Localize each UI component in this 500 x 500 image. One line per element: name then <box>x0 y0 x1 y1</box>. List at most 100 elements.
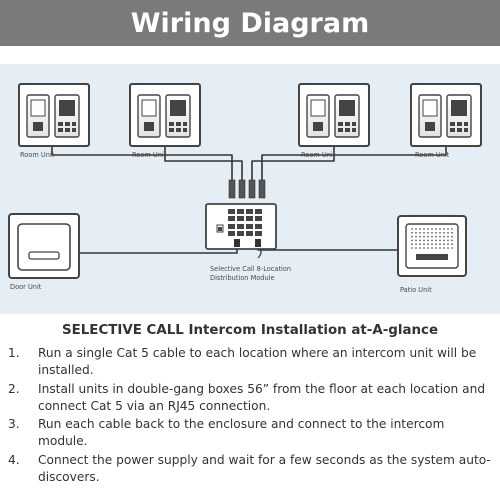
grille-dot <box>431 243 433 246</box>
grille-dot <box>439 247 441 249</box>
grille-dot <box>415 247 417 249</box>
step-text: Connect the power supply and wait for a … <box>38 452 491 484</box>
grille-dot <box>427 235 429 238</box>
grille-dot <box>435 239 437 242</box>
grille-dot <box>447 235 449 238</box>
grille-dot <box>423 239 425 242</box>
room-unit-2 <box>129 83 201 147</box>
step-text: Run each cable back to the enclosure and… <box>38 417 445 448</box>
grille-dot <box>431 247 433 249</box>
grille-dot <box>435 247 437 249</box>
step-text: Run a single Cat 5 cable to each locatio… <box>38 346 477 377</box>
grille-dot <box>415 231 417 234</box>
grille-dot <box>415 239 417 242</box>
grille-dot <box>439 235 441 238</box>
wiring-diagram-svg: Room Unit Room Unit Room Unit Room Unit … <box>8 83 482 294</box>
grille-dot <box>419 231 421 234</box>
grille-dot <box>411 239 413 242</box>
grille-dot <box>423 235 425 238</box>
room-unit-4-label: Room Unit <box>415 151 450 159</box>
step-number: 2. <box>8 381 20 396</box>
room-unit-4 <box>410 83 482 147</box>
room-unit-3-label: Room Unit <box>301 151 336 159</box>
patio-unit <box>397 215 467 277</box>
module-label-line1: Selective Call 8-Location <box>210 265 291 273</box>
grille-dot <box>451 235 453 238</box>
grille-dot <box>427 243 429 246</box>
instruction-step: 1. Run a single Cat 5 cable to each loca… <box>8 345 496 379</box>
wiring-diagram: Room Unit Room Unit Room Unit Room Unit … <box>0 64 500 314</box>
room-unit-1-label: Room Unit <box>20 151 55 159</box>
patio-unit-label: Patio Unit <box>400 286 432 294</box>
title-banner: Wiring Diagram <box>0 0 500 46</box>
room-unit-2-label: Room Unit <box>132 151 167 159</box>
grille-dot <box>443 235 445 238</box>
grille-dot <box>451 239 453 242</box>
grille-dot <box>443 247 445 249</box>
grille-dot <box>415 243 417 246</box>
grille-dot <box>447 247 449 249</box>
grille-dot <box>419 247 421 249</box>
grille-dot <box>419 235 421 238</box>
grille-dot <box>427 228 429 230</box>
grille-dot <box>411 228 413 230</box>
room-unit-3 <box>298 83 370 147</box>
instructions-heading: SELECTIVE CALL Intercom Installation at-… <box>61 323 439 338</box>
patio-speaker-grille <box>411 228 453 249</box>
cable-room-unit-2 <box>164 134 243 180</box>
grille-dot <box>427 231 429 234</box>
page-title: Wiring Diagram <box>130 7 370 39</box>
grille-dot <box>435 235 437 238</box>
grille-dot <box>431 239 433 242</box>
grille-dot <box>439 228 441 230</box>
grille-dot <box>423 228 425 230</box>
step-text: Install units in double-gang boxes 56” f… <box>38 381 486 413</box>
grille-dot <box>415 235 417 238</box>
grille-dot <box>419 228 421 230</box>
grille-dot <box>451 243 453 246</box>
grille-dot <box>451 231 453 234</box>
grille-dot <box>423 243 425 246</box>
grille-dot <box>411 247 413 249</box>
grille-dot <box>423 231 425 234</box>
module-label-line2: Distribution Module <box>210 274 275 282</box>
grille-dot <box>443 239 445 242</box>
grille-dot <box>439 231 441 234</box>
instruction-step: 4. Connect the power supply and wait for… <box>8 452 496 486</box>
grille-dot <box>435 231 437 234</box>
grille-dot <box>443 228 445 230</box>
cable-patio-unit <box>257 246 398 251</box>
grille-dot <box>447 228 449 230</box>
grille-dot <box>427 247 429 249</box>
instruction-step: 2. Install units in double-gang boxes 56… <box>8 381 496 415</box>
grille-dot <box>419 239 421 242</box>
grille-dot <box>411 243 413 246</box>
grille-dot <box>419 243 421 246</box>
grille-dot <box>447 243 449 246</box>
step-number: 1. <box>8 346 20 360</box>
grille-dot <box>427 239 429 242</box>
grille-dot <box>415 228 417 230</box>
grille-dot <box>431 231 433 234</box>
room-unit-1 <box>18 83 90 147</box>
grille-dot <box>435 243 437 246</box>
instruction-steps: 1. Run a single Cat 5 cable to each loca… <box>8 345 496 487</box>
step-number: 3. <box>8 417 20 431</box>
grille-dot <box>435 228 437 230</box>
grille-dot <box>443 231 445 234</box>
grille-dot <box>451 228 453 230</box>
grille-dot <box>447 239 449 242</box>
grille-dot <box>431 235 433 238</box>
grille-dot <box>423 247 425 249</box>
grille-dot <box>411 231 413 234</box>
grille-dot <box>439 239 441 242</box>
instruction-step: 3. Run each cable back to the enclosure … <box>8 416 496 450</box>
distribution-module <box>205 179 277 250</box>
grille-dot <box>411 235 413 238</box>
grille-dot <box>451 247 453 249</box>
step-number: 4. <box>8 452 20 467</box>
grille-dot <box>431 228 433 230</box>
grille-dot <box>439 243 441 246</box>
grille-dot <box>443 243 445 246</box>
door-unit-label: Door Unit <box>10 283 42 291</box>
